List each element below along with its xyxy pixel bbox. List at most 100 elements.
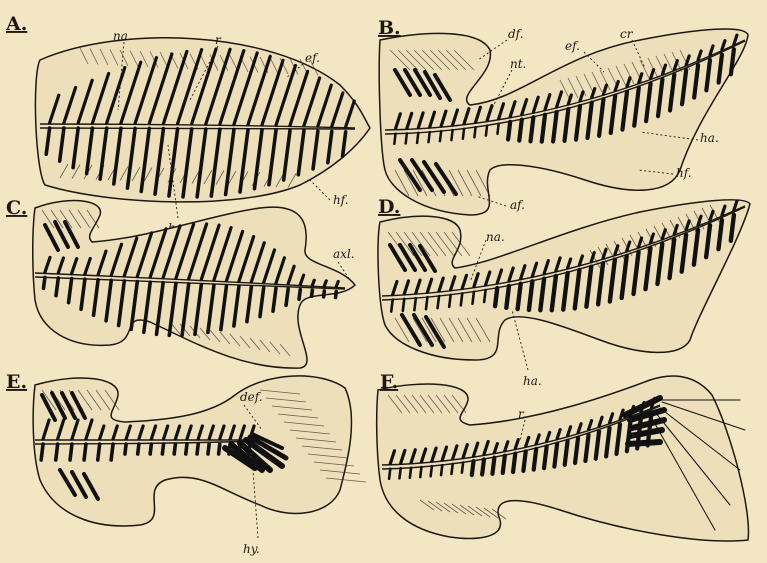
panel-d-letter: D. [378,196,400,218]
panel-f-label-r: r. [518,407,526,421]
panel-d-label-ha: ha. [523,374,542,388]
panel-c-label-axl: axl. [333,247,355,261]
panel-b-label-af: af. [510,198,525,212]
axisF-haemal-ray [399,468,400,478]
axisE-haemal-ray [186,444,187,454]
axisB-haemal-ray [428,132,429,142]
axisE-haemal-ray [174,444,175,454]
axisF-haemal-ray [534,449,536,470]
panel-b-label-df: df. [508,27,524,41]
axisD-haemal-ray [506,286,509,308]
axisB-haemal-ray [731,49,734,74]
panel-b-fin-outline [379,29,748,215]
panel-a-hf-leader [310,180,330,200]
axisB-haemal-ray [530,117,533,141]
axisF-haemal-ray [554,444,557,467]
panel-b-label-nt: nt. [510,57,526,71]
axisF-haemal-ray [472,461,474,475]
axisD-haemal-ray [414,298,415,310]
panel-a-letter: A. [5,13,27,35]
panel-e: E. def. hy. [6,371,366,556]
panel-e-letter: E. [6,371,27,393]
axisF-haemal-ray [410,468,411,478]
axisC-haemal-ray [286,289,288,305]
axisD-haemal-ray [484,290,485,302]
axisE-haemal-ray [208,444,209,454]
axisE-haemal-ray [150,444,151,454]
axisE-haemal-ray [162,444,163,454]
panel-f-letter: F. [380,371,398,393]
panel-b-label-cr: cr [620,27,634,41]
panel-b: B. df. ef. cr nt. ha. hf. af. [378,17,748,215]
panel-e-label-hy: hy. [243,542,260,556]
axisC-haemal-ray [56,278,58,296]
panel-d-fin-outline [378,200,750,360]
axisC-haemal-ray [324,291,325,297]
axisF-haemal-ray [492,458,494,474]
axisF-haemal-ray [389,469,390,479]
axisB-haemal-ray [406,133,407,143]
axisB-haemal-ray [440,131,441,141]
axisF-haemal-ray [441,465,442,475]
panel-f: F. r. [377,371,749,541]
axisF-haemal-ray [565,441,568,465]
axisE-haemal-ray [56,444,58,460]
axisC-haemal-ray [336,292,337,298]
panel-a-label-ef: ef. [305,51,320,65]
axisF-haemal-ray [431,466,432,476]
panel-d-label-na: na. [486,230,505,244]
axisF-haemal-ray [482,459,484,474]
axisC-neural-ray [312,280,314,285]
axisC-neural-ray [336,282,338,287]
axisD-haemal-ray [449,295,450,307]
axisE-haemal-ray [84,444,86,460]
axisE-haemal-ray [125,444,126,454]
axisB-haemal-ray [508,122,510,140]
axisE-haemal-ray [197,444,198,454]
axisD-haemal-ray [438,296,439,308]
axisD-haemal-ray [391,300,392,312]
panel-e-label-def: def. [240,390,263,404]
axisB-haemal-ray [519,120,522,141]
axisF-haemal-ray [513,454,515,472]
panel-c-letter: C. [6,197,27,219]
axisD-haemal-ray [403,299,404,311]
panel-d: D. na. ha. [378,196,750,388]
axisB-haemal-ray [497,124,498,134]
axisE-haemal-ray [111,444,113,460]
axisD-haemal-ray [461,293,462,305]
axisB-haemal-ray [463,129,464,139]
axisE-haemal-ray [70,444,72,460]
axisD-haemal-ray [731,215,734,241]
axisC-haemal-ray [299,290,300,300]
panel-d-ha-leader [512,310,528,370]
panel-a-label-hf: hf. [333,193,349,207]
axisD-haemal-ray [426,297,427,309]
axisB-haemal-ray [394,134,395,144]
panel-b-label-hf: hf. [676,166,692,180]
axisE-haemal-ray [219,444,220,454]
axisB-haemal-ray [486,126,487,136]
axisF-haemal-ray [503,456,505,473]
axisE-haemal-ray [41,444,43,460]
axisF-haemal-ray [544,446,547,468]
axisB-haemal-ray [451,130,452,140]
axisF-haemal-ray [523,451,525,471]
axisB-haemal-ray [474,127,475,137]
panel-a-label-na: na. [113,29,132,43]
axisF-haemal-ray [420,467,421,477]
axisF-fin-ray [628,442,660,444]
panel-b-label-ef: ef. [565,39,580,53]
axisD-haemal-ray [472,292,473,304]
panel-e-fin-outline [33,376,351,526]
axisD-haemal-ray [495,288,497,306]
axisF-haemal-ray [451,464,452,474]
axisC-neural-ray [324,281,326,286]
axisD-haemal-ray [518,284,521,309]
axisB-haemal-ray [417,133,418,143]
axisF-haemal-ray [462,463,463,473]
panel-b-letter: B. [378,17,401,39]
panel-b-label-ha: ha. [700,131,719,145]
